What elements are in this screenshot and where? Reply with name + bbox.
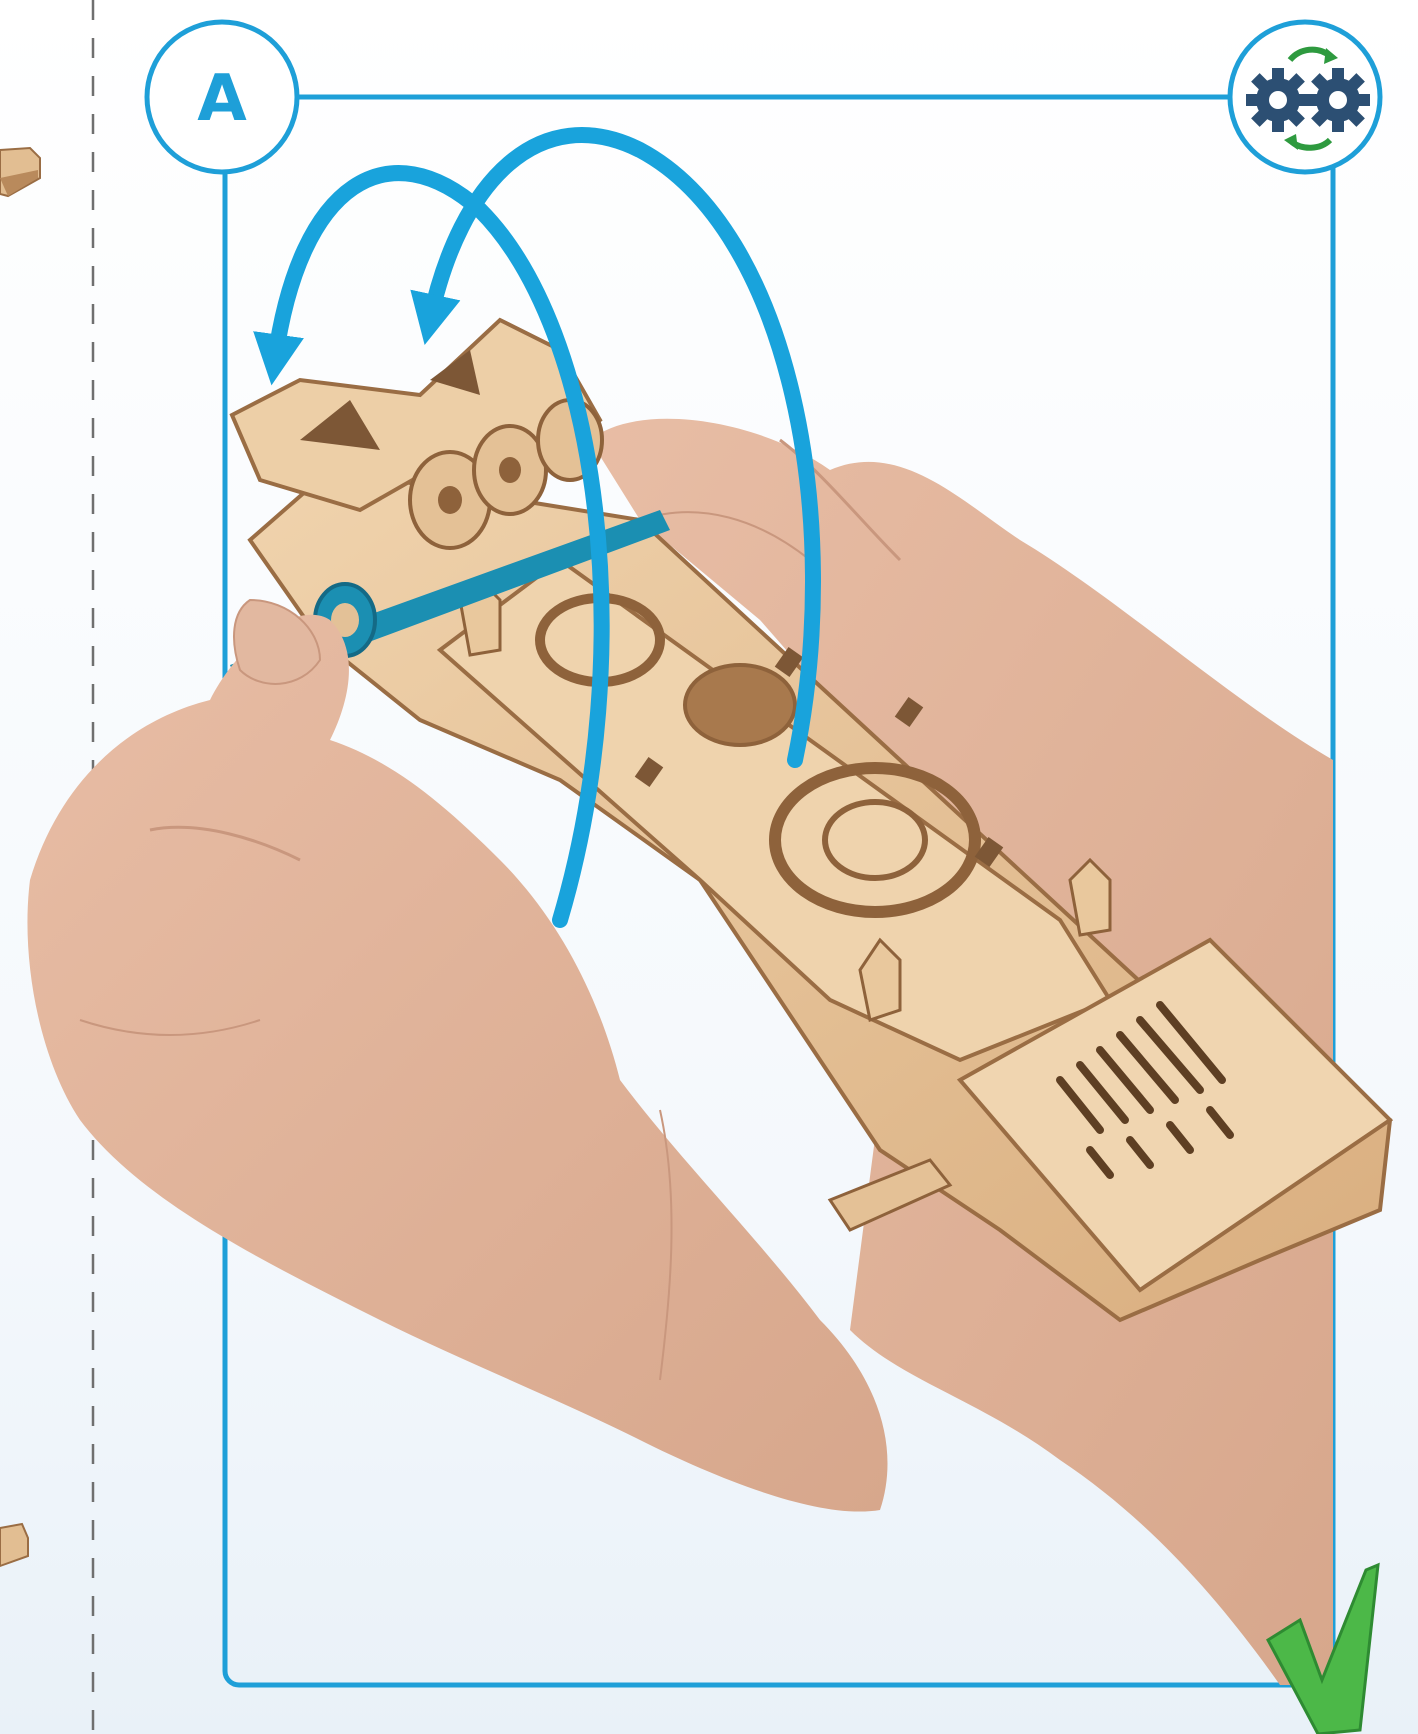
adjacent-wood-part-bottom: [0, 1524, 28, 1566]
mechanism-badge: [1230, 22, 1380, 172]
step-badge: A: [147, 22, 297, 172]
adjacent-wood-part-top: [0, 148, 40, 196]
step-label: A: [197, 62, 247, 136]
